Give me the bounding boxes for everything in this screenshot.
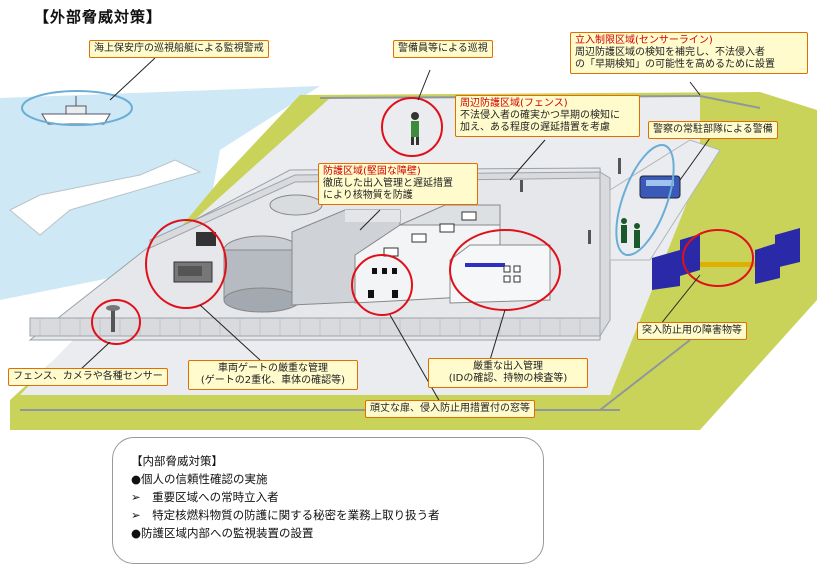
label-restricted-area-line1: 周辺防護区域の検知を補完し、不法侵入者 (575, 47, 765, 58)
internal-item-2: ➢ 重要区域への常時立入者 (131, 490, 279, 504)
security-guard (411, 112, 419, 145)
label-restricted-area: 立入制限区域(センサーライン) 周辺防護区域の検知を補完し、不法侵入者 の「早期… (570, 32, 808, 74)
label-fence-sensors-text: フェンス、カメラや各種センサー (13, 371, 163, 382)
label-access-control-line1: 厳重な出入管理 (473, 361, 543, 372)
label-protected-area-line1: 徹底した出入管理と遅延措置 (323, 178, 453, 189)
label-barrier-text: 突入防止用の障害物等 (642, 325, 742, 336)
label-barrier: 突入防止用の障害物等 (637, 322, 747, 340)
label-access-control: 厳重な出入管理 (IDの確認、持物の検査等) (428, 358, 588, 388)
police-officers (621, 218, 640, 248)
label-vehicle-gate-line1: 車両ゲートの厳重な管理 (218, 363, 328, 374)
label-coast-guard: 海上保安庁の巡視船艇による監視警戒 (89, 40, 269, 58)
label-access-control-line2: (IDの確認、持物の検査等) (448, 373, 568, 384)
internal-heading: 【内部脅威対策】 (131, 454, 223, 468)
highlight-circles (21, 90, 754, 345)
label-vehicle-gate-line2: (ゲートの2重化、車体の確認等) (200, 375, 346, 386)
reactor-building (223, 235, 301, 313)
label-doors: 頑丈な扉、侵入防止用措置付の窓等 (365, 400, 535, 418)
label-perimeter-area-line2: 加え、ある程度の遅延措置を考慮 (460, 122, 610, 133)
internal-item-4: ●防護区域内部への監視装置の設置 (131, 526, 314, 540)
sea (0, 86, 320, 300)
entry-building (449, 244, 551, 304)
patrol-ship (41, 96, 111, 125)
police-vehicle (639, 175, 681, 199)
internal-item-3: ➢ 特定核燃料物質の防護に関する秘密を業務上取り扱う者 (131, 508, 440, 522)
label-perimeter-area-heading: 周辺防護区域(フェンス) (460, 98, 568, 109)
label-police-text: 警察の常駐部隊による警備 (653, 124, 773, 135)
page-title: 【外部脅威対策】 (34, 8, 163, 26)
label-restricted-area-line2: の「早期検知」の可能性を高めるために設置 (575, 59, 775, 70)
label-police: 警察の常駐部隊による警備 (648, 121, 778, 139)
pier (9, 159, 202, 236)
label-protected-area-line2: により核物質を防護 (323, 190, 413, 201)
label-fence-sensors: フェンス、カメラや各種センサー (8, 368, 168, 386)
label-protected-area-heading: 防護区域(堅固な障壁) (323, 166, 421, 177)
label-restricted-area-heading: 立入制限区域(センサーライン) (575, 35, 713, 46)
label-perimeter-area-line1: 不法侵入者の確実かつ早期の検知に (460, 110, 620, 121)
internal-item-1: ●個人の信頼性確認の実施 (131, 472, 268, 486)
label-coast-guard-text: 海上保安庁の巡視船艇による監視警戒 (94, 43, 264, 54)
sensor-camera (106, 305, 120, 332)
vehicle-gate (173, 232, 216, 283)
label-doors-text: 頑丈な扉、侵入防止用措置付の窓等 (370, 403, 530, 414)
internal-threat-box: 【内部脅威対策】 ●個人の信頼性確認の実施 ➢ 重要区域への常時立入者 ➢ 特定… (112, 437, 544, 564)
label-protected-area: 防護区域(堅固な障壁) 徹底した出入管理と遅延措置 により核物質を防護 (318, 163, 478, 205)
label-guards-text: 警備員等による巡視 (398, 43, 488, 54)
label-vehicle-gate: 車両ゲートの厳重な管理 (ゲートの2重化、車体の確認等) (188, 360, 358, 390)
perimeter-fence (29, 171, 611, 338)
label-perimeter-area: 周辺防護区域(フェンス) 不法侵入者の確実かつ早期の検知に 加え、ある程度の遅延… (455, 95, 640, 137)
sensor-poles (520, 158, 621, 244)
fence-pattern (39, 318, 581, 336)
label-guards: 警備員等による巡視 (393, 40, 493, 58)
